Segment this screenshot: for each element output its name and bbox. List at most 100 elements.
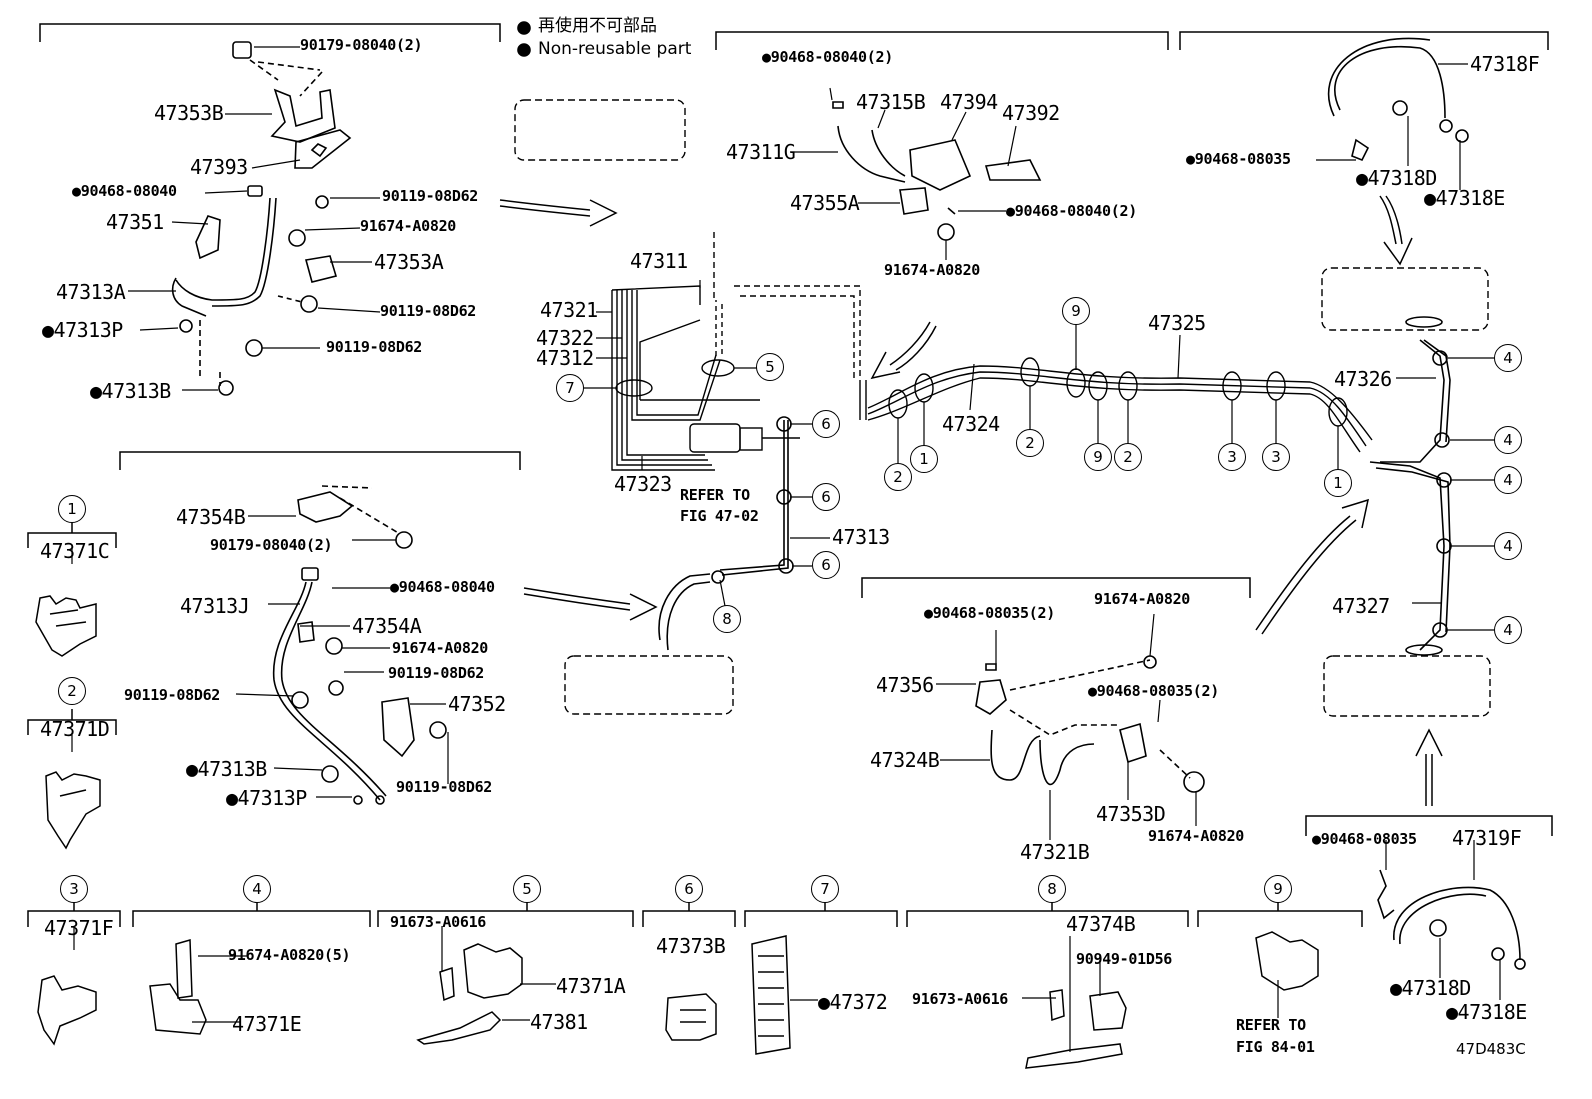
part-label: 91674-A0820 bbox=[360, 217, 457, 235]
lower-right-hose bbox=[1377, 869, 1526, 970]
part-label: ●90468-08035 bbox=[1312, 830, 1417, 848]
part-label: ●90468-08040 bbox=[72, 182, 177, 200]
part-label: 47321B bbox=[1020, 840, 1090, 864]
part-label: 47371E bbox=[232, 1012, 302, 1036]
part-label: 47321 bbox=[540, 298, 598, 322]
lower-left-hoses bbox=[272, 485, 447, 805]
callout-1: 1 bbox=[910, 445, 938, 473]
part-label: 47393 bbox=[190, 155, 248, 179]
callout-5: 5 bbox=[513, 875, 541, 903]
callout-2: 2 bbox=[884, 463, 912, 491]
part-label: 90179-08040(2) bbox=[300, 36, 423, 54]
callout-5: 5 bbox=[756, 353, 784, 381]
part-label: ●47313B bbox=[186, 757, 267, 781]
part-label: 47313 bbox=[832, 525, 890, 549]
callout-1: 1 bbox=[1324, 469, 1352, 497]
part-label: 91673-A0616 bbox=[912, 990, 1009, 1008]
part-label: ●47318E bbox=[1424, 186, 1505, 210]
part-label: 47352 bbox=[448, 692, 506, 716]
part-label: 47318F bbox=[1470, 52, 1540, 76]
part-label: 47373B bbox=[656, 934, 726, 958]
part-label: 90119-08D62 bbox=[382, 187, 479, 205]
part-label: 90119-08D62 bbox=[326, 338, 423, 356]
upper-left-hoses bbox=[171, 41, 352, 396]
callout-9: 9 bbox=[1264, 875, 1292, 903]
callout-6: 6 bbox=[675, 875, 703, 903]
part-label: ●90468-08035(2) bbox=[1088, 682, 1219, 700]
callout-4: 4 bbox=[1494, 426, 1522, 454]
part-label: 47353A bbox=[374, 250, 444, 274]
part-label: 47392 bbox=[1002, 101, 1060, 125]
refer-text: REFER TO bbox=[1236, 1016, 1306, 1034]
part-label: 47327 bbox=[1332, 594, 1390, 618]
part-label: 47371D bbox=[40, 717, 110, 741]
lower-middle-hoses bbox=[975, 655, 1205, 793]
part-label: 47312 bbox=[536, 346, 594, 370]
part-label: 90949-01D56 bbox=[1076, 950, 1173, 968]
part-label: 90119-08D62 bbox=[380, 302, 477, 320]
part-label: 47353B bbox=[154, 101, 224, 125]
callout-4: 4 bbox=[1494, 532, 1522, 560]
callout-8: 8 bbox=[1038, 875, 1066, 903]
callout-4: 4 bbox=[1494, 344, 1522, 372]
rear-lines bbox=[1369, 316, 1452, 656]
callout-3: 3 bbox=[1262, 443, 1290, 471]
part-label: ●90468-08035(2) bbox=[924, 604, 1055, 622]
callout-9: 9 bbox=[1062, 297, 1090, 325]
legend-en: Non-reusable part bbox=[538, 39, 692, 59]
part-label: 47371A bbox=[556, 974, 626, 998]
part-label: 47354B bbox=[176, 505, 246, 529]
callout-2: 2 bbox=[1114, 443, 1142, 471]
part-label: 47354A bbox=[352, 614, 422, 638]
diagram-code: 47D483C bbox=[1456, 1040, 1526, 1058]
leader-lines bbox=[71, 46, 1501, 1052]
upper-middle-hoses bbox=[832, 101, 1042, 241]
part-label: 47323 bbox=[614, 472, 672, 496]
part-label: 47371F bbox=[44, 916, 114, 940]
long-tube-47325 bbox=[859, 357, 1373, 453]
callout-4: 4 bbox=[243, 875, 271, 903]
part-label: 90179-08040(2) bbox=[210, 536, 333, 554]
part-label: 90119-08D62 bbox=[124, 686, 221, 704]
callout-6: 6 bbox=[812, 410, 840, 438]
part-label: 47311G bbox=[726, 140, 796, 164]
direction-arrows bbox=[499, 195, 1443, 806]
part-label: 47326 bbox=[1334, 367, 1392, 391]
part-label: 90119-08D62 bbox=[396, 778, 493, 796]
part-label: 47313J bbox=[180, 594, 250, 618]
part-label: 47394 bbox=[940, 90, 998, 114]
callout-6: 6 bbox=[812, 483, 840, 511]
callout-6: 6 bbox=[812, 551, 840, 579]
part-label: 91674-A0820(5) bbox=[228, 946, 351, 964]
callout-4: 4 bbox=[1494, 466, 1522, 494]
callout-9: 9 bbox=[1084, 443, 1112, 471]
callout-3: 3 bbox=[1218, 443, 1246, 471]
part-label: ●47318D bbox=[1356, 166, 1437, 190]
part-label: ●47313B bbox=[90, 379, 171, 403]
refer-text: FIG 47-02 bbox=[680, 507, 759, 525]
part-label: 47322 bbox=[536, 326, 594, 350]
part-label: 47381 bbox=[530, 1010, 588, 1034]
part-label: 47351 bbox=[106, 210, 164, 234]
refer-text: REFER TO bbox=[680, 486, 750, 504]
part-label: 91674-A0820 bbox=[884, 261, 981, 279]
part-label: ●90468-08040(2) bbox=[762, 48, 893, 66]
part-label: 47325 bbox=[1148, 311, 1206, 335]
callout-4: 4 bbox=[1494, 616, 1522, 644]
legend-jp: 再使用不可部品 bbox=[538, 16, 657, 36]
part-label: ●47318E bbox=[1446, 1000, 1527, 1024]
part-label: 47324 bbox=[942, 412, 1000, 436]
part-label: 91673-A0616 bbox=[390, 913, 487, 931]
part-label: 91674-A0820 bbox=[1148, 827, 1245, 845]
callout-7: 7 bbox=[811, 875, 839, 903]
part-label: ●90468-08040 bbox=[390, 578, 495, 596]
callout-1: 1 bbox=[58, 495, 86, 523]
clip-icons bbox=[35, 595, 1319, 1069]
part-label: 91674-A0820 bbox=[1094, 590, 1191, 608]
part-label: ●90468-08040(2) bbox=[1006, 202, 1137, 220]
part-label: ●90468-08035 bbox=[1186, 150, 1291, 168]
part-label: 47371C bbox=[40, 539, 110, 563]
part-label: ●47318D bbox=[1390, 976, 1471, 1000]
part-label: 47374B bbox=[1066, 912, 1136, 936]
